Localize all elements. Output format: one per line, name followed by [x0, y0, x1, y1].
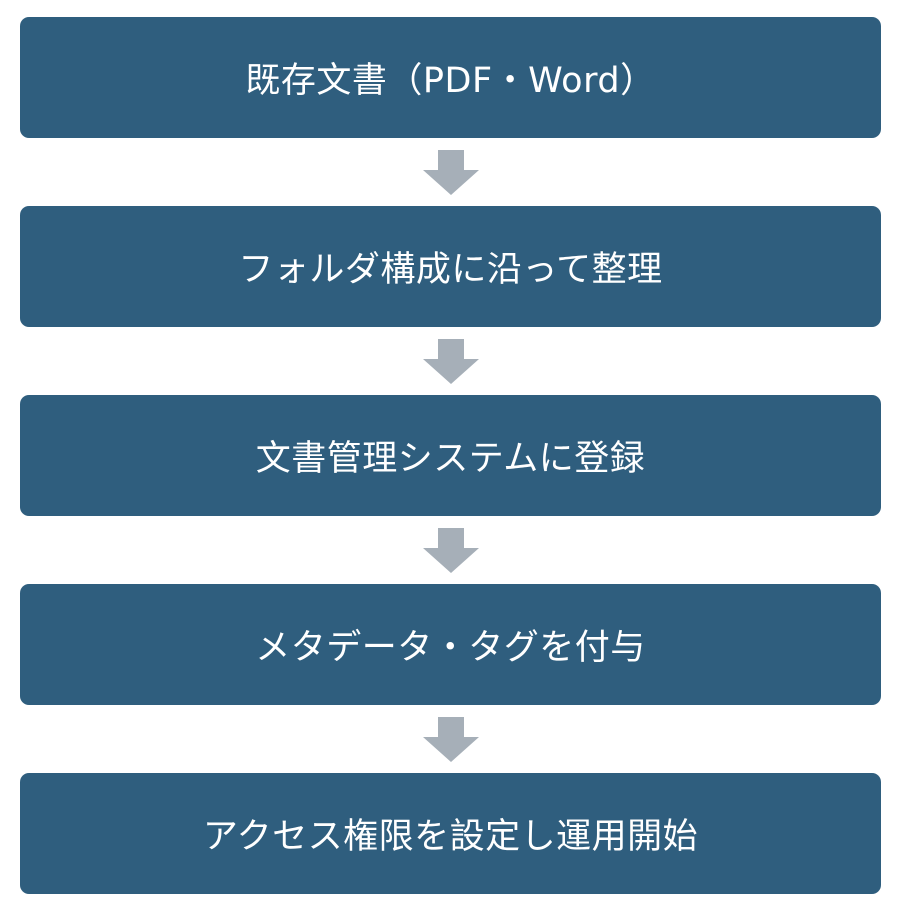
- flow-step-4-label: メタデータ・タグを付与: [255, 628, 646, 668]
- arrow-down-icon: [423, 339, 479, 384]
- flow-step-1-label: 既存文書（PDF・Word）: [245, 61, 656, 101]
- arrow-down-icon: [423, 150, 479, 195]
- flow-step-1: 既存文書（PDF・Word）: [20, 17, 881, 138]
- flow-step-2-label: フォルダ構成に沿って整理: [238, 250, 663, 290]
- flow-step-3-label: 文書管理システムに登録: [255, 439, 646, 479]
- arrow-down-icon: [423, 717, 479, 762]
- flow-step-5-label: アクセス権限を設定し運用開始: [202, 817, 699, 857]
- flow-step-4: メタデータ・タグを付与: [20, 584, 881, 705]
- arrow-down-icon: [423, 528, 479, 573]
- flow-step-5: アクセス権限を設定し運用開始: [20, 773, 881, 894]
- flow-step-3: 文書管理システムに登録: [20, 395, 881, 516]
- flow-step-2: フォルダ構成に沿って整理: [20, 206, 881, 327]
